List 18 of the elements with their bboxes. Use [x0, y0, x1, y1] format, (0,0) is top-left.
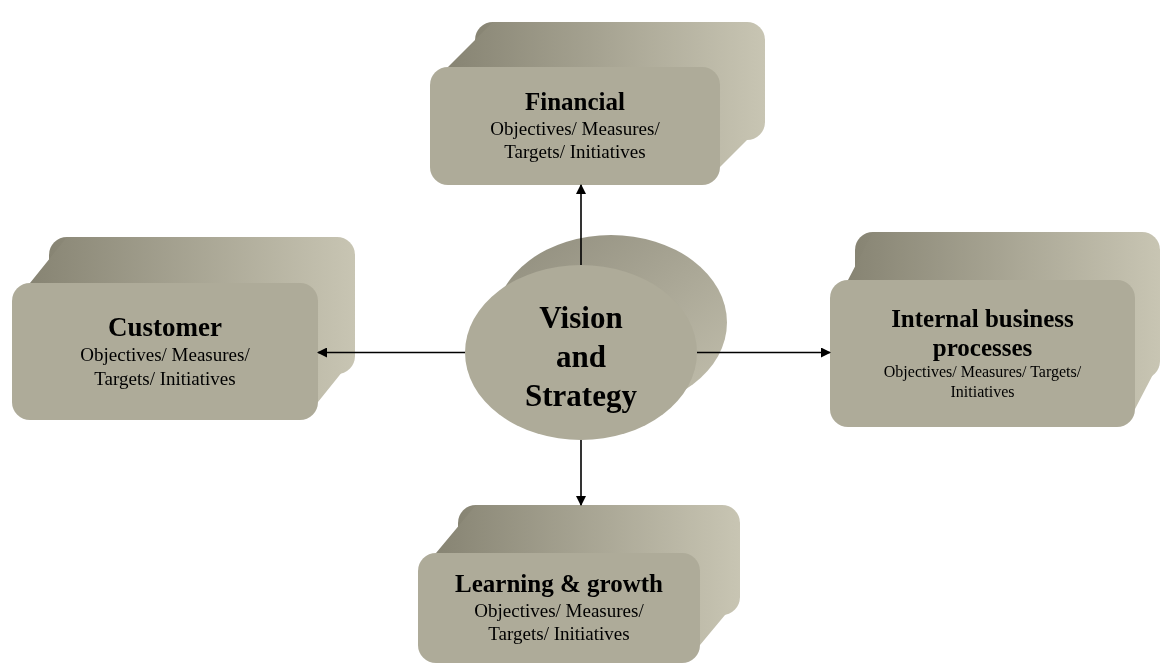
process-box — [830, 232, 1160, 427]
arrow — [696, 347, 831, 358]
arrow — [317, 347, 466, 358]
arrow — [576, 439, 586, 506]
process-box — [430, 22, 765, 185]
node-title: Financial — [525, 87, 625, 117]
process-box — [12, 237, 355, 420]
arrow — [576, 184, 586, 266]
node-description: Objectives/ Measures/ Targets/ Initiatives — [882, 362, 1083, 403]
node-description: Objectives/ Measures/ Targets/ Initiatives — [79, 343, 251, 391]
ellipse-node — [465, 235, 727, 440]
node-description: Objectives/ Measures/ Targets/ Initiatives — [489, 116, 661, 165]
node-title: Learning & growth — [455, 569, 663, 599]
node-description: Objectives/ Measures/ Targets/ Initiatives — [473, 598, 645, 647]
node-title: Vision and Strategy — [524, 299, 638, 415]
process-box — [418, 505, 740, 663]
node-title: Internal business processes — [890, 304, 1075, 363]
node-title: Customer — [108, 312, 222, 344]
